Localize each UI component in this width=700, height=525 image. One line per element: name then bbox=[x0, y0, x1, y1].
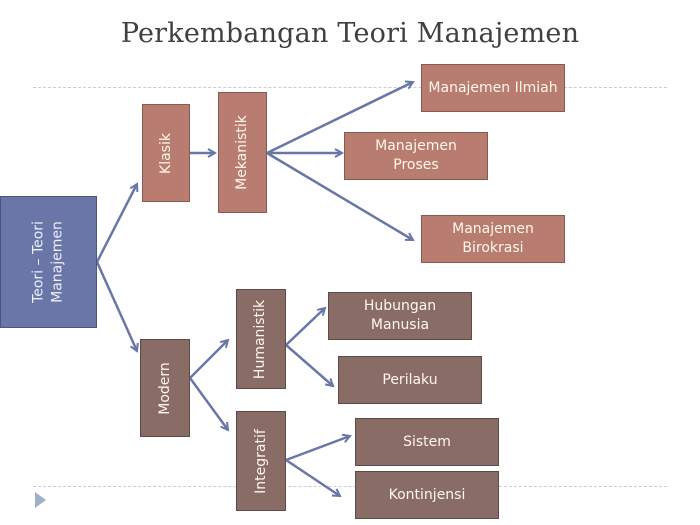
node-manajemen-proses: Manajemen Proses bbox=[344, 132, 488, 180]
node-mekanistik: Mekanistik bbox=[218, 92, 267, 213]
play-triangle-icon[interactable] bbox=[35, 492, 46, 508]
node-hubungan-manusia: Hubungan Manusia bbox=[328, 292, 472, 340]
node-modern: Modern bbox=[140, 339, 190, 437]
page-title: Perkembangan Teori Manajemen bbox=[120, 18, 580, 49]
node-perilaku: Perilaku bbox=[338, 356, 482, 404]
node-sistem: Sistem bbox=[355, 418, 499, 466]
node-teori-manajemen: Teori – Teori Manajemen bbox=[0, 196, 97, 328]
divider-bottom bbox=[33, 486, 667, 487]
node-manajemen-birokrasi: Manajemen Birokrasi bbox=[421, 215, 565, 263]
node-klasik: Klasik bbox=[142, 104, 190, 202]
node-integratif: Integratif bbox=[236, 411, 286, 511]
node-kontinjensi: Kontinjensi bbox=[355, 471, 499, 519]
node-humanistik: Humanistik bbox=[236, 289, 286, 389]
node-manajemen-ilmiah: Manajemen Ilmiah bbox=[421, 64, 565, 112]
divider-top bbox=[33, 87, 667, 88]
